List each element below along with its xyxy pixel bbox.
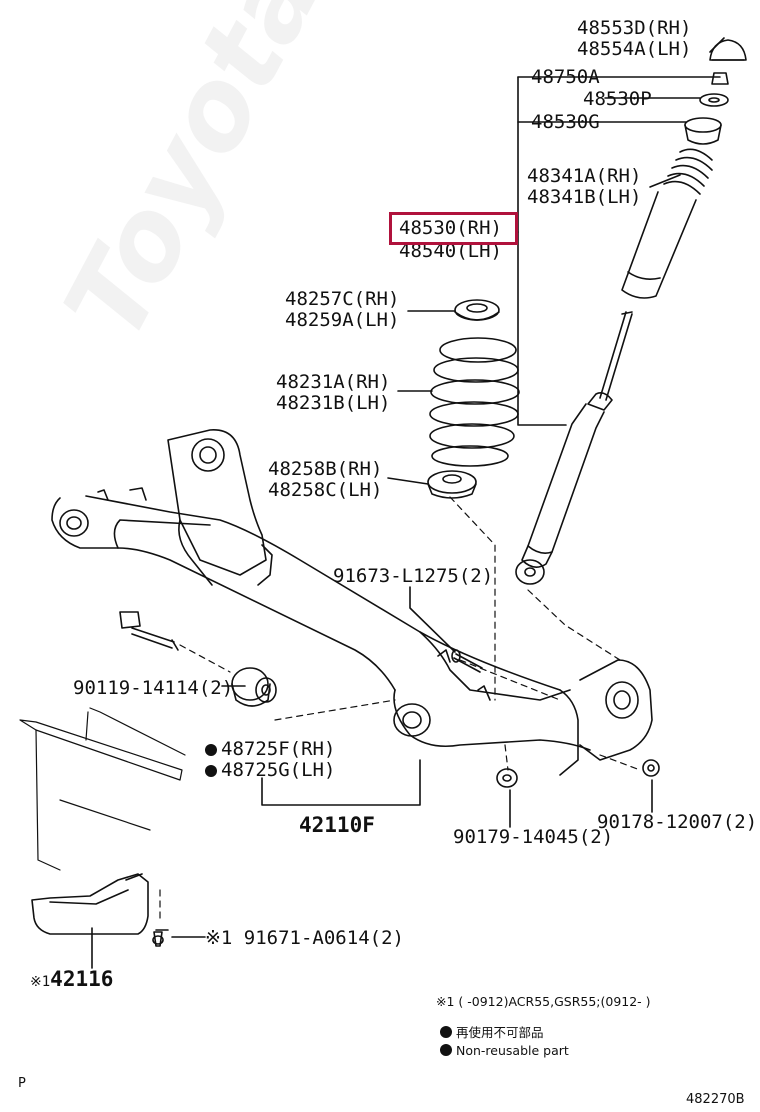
legend-dot-icon [440, 1044, 452, 1056]
part-42116-mark: ※1 [30, 974, 51, 990]
part-48530G[interactable]: 48530G [531, 111, 600, 133]
part-48530[interactable]: 48530(RH) [399, 217, 502, 239]
part-48553D[interactable]: 48553D(RH) [577, 17, 692, 39]
part-42110F[interactable]: 42110F [299, 813, 375, 837]
part-48554A[interactable]: 48554A(LH) [577, 38, 692, 60]
legend-nonreusable-jp: 再使用不可部品 [440, 1022, 544, 1041]
part-48231B[interactable]: 48231B(LH) [276, 392, 391, 414]
legend-nonreusable-en-text: Non-reusable part [456, 1043, 569, 1058]
part-48341B[interactable]: 48341B(LH) [527, 186, 642, 208]
part-90178-12007[interactable]: 90178-12007(2) [597, 811, 758, 833]
part-48341A[interactable]: 48341A(RH) [527, 165, 642, 187]
part-90119-14114[interactable]: 90119-14114(2) [73, 677, 234, 699]
part-48725G[interactable]: 48725G(LH) [205, 760, 335, 781]
leader-bracket [517, 76, 567, 426]
part-42116[interactable]: ※142116 [30, 968, 113, 994]
selected-part-highlight[interactable] [389, 212, 518, 245]
part-42116-text: 42116 [50, 967, 114, 991]
part-48750A[interactable]: 48750A [531, 66, 600, 88]
part-48259A[interactable]: 48259A(LH) [285, 309, 400, 331]
part-48258C[interactable]: 48258C(LH) [268, 479, 383, 501]
legend-nonreusable-jp-text: 再使用不可部品 [456, 1025, 544, 1040]
part-48725G-text: 48725G(LH) [221, 759, 336, 781]
part-48725F[interactable]: 48725F(RH) [205, 739, 335, 760]
part-48257C[interactable]: 48257C(RH) [285, 288, 400, 310]
non-reusable-dot-icon [205, 744, 217, 756]
part-48231A[interactable]: 48231A(RH) [276, 371, 391, 393]
legend-dot-icon [440, 1026, 452, 1038]
part-48725F-text: 48725F(RH) [221, 738, 336, 760]
footnote-applicability: ※1 ( -0912)ACR55,GSR55;(0912- ) [436, 994, 651, 1009]
non-reusable-dot-icon [205, 765, 217, 777]
legend-nonreusable-en: Non-reusable part [440, 1043, 569, 1058]
part-90179-14045[interactable]: 90179-14045(2) [453, 826, 614, 848]
part-91673-L1275[interactable]: 91673-L1275(2) [333, 565, 494, 587]
part-91671-A0614[interactable]: ※1 91671-A0614(2) [205, 927, 404, 949]
part-48530P[interactable]: 48530P [583, 88, 652, 110]
part-48258B[interactable]: 48258B(RH) [268, 458, 383, 480]
diagram-code: 482270B [686, 1092, 745, 1107]
corner-mark-p: P [18, 1076, 26, 1091]
part-48540[interactable]: 48540(LH) [399, 240, 502, 262]
